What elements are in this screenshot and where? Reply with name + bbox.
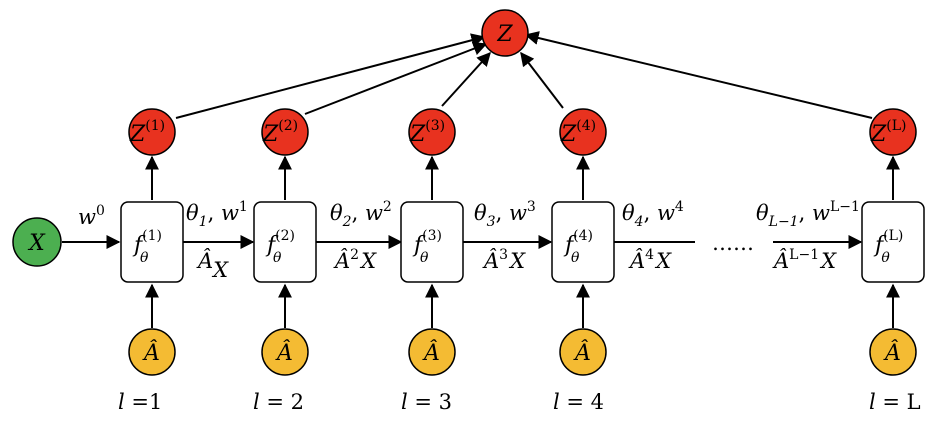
svg-text:f(1)θ: f(1)θ: [132, 228, 162, 266]
layer-output-zL: Z(L): [869, 108, 917, 156]
adjacency-node-4: Â: [559, 328, 607, 376]
layer-output-z4: Z(4): [559, 108, 607, 156]
edge-label-bottom-L: ÂL−1X: [772, 247, 837, 273]
layer-label-L: l = L: [869, 390, 921, 414]
svg-text:Â: Â: [573, 339, 591, 366]
svg-text:Â: Â: [142, 339, 160, 366]
function-box-2: f(2)θ: [253, 201, 317, 283]
output-node-z: Z: [481, 9, 529, 57]
adjacency-node-L: Â: [869, 328, 917, 376]
svg-text:f(L)θ: f(L)θ: [873, 228, 903, 266]
edge-label-top-L: θL−1, wL−1: [756, 199, 860, 230]
edge-label-bottom-1: ÂX: [196, 249, 229, 282]
adjacency-node-1: Â: [128, 328, 176, 376]
edge-label-bottom-3: Â3X: [482, 247, 526, 273]
vertical-edges: [145, 155, 900, 328]
edge-label-w0: w0: [78, 203, 105, 229]
layer-label-1: l =1: [118, 390, 162, 414]
input-node-x: X: [12, 217, 62, 267]
function-boxes: f(1)θ f(2)θ f(3)θ f(4)θ f(L)θ: [120, 201, 925, 283]
ellipsis: ……: [712, 231, 754, 255]
svg-text:Z(4): Z(4): [560, 118, 596, 147]
edge-label-top-4: θ4, w4: [622, 199, 684, 230]
svg-text:f(2)θ: f(2)θ: [265, 228, 295, 266]
svg-text:Z: Z: [496, 22, 513, 47]
layer-labels: l =1 l = 2 l = 3 l = 4 l = L: [118, 390, 921, 414]
edge-label-bottom-4: Â4X: [628, 247, 672, 273]
svg-text:f(3)θ: f(3)θ: [412, 228, 442, 266]
svg-text:Z(2): Z(2): [262, 118, 298, 147]
edge-label-top-3: θ3, w3: [474, 199, 536, 230]
svg-text:Z(L): Z(L): [870, 118, 907, 147]
function-box-L: f(L)θ: [861, 201, 925, 283]
edge-z1-to-z: [175, 33, 486, 119]
layer-label-4: l = 4: [553, 390, 604, 414]
svg-text:Z(1): Z(1): [129, 118, 165, 147]
aggregation-edges: [175, 31, 873, 119]
layer-output-z2: Z(2): [261, 108, 309, 156]
svg-text:Z(3): Z(3): [409, 118, 445, 147]
svg-text:Â: Â: [883, 339, 901, 366]
svg-text:Â: Â: [422, 339, 440, 366]
adjacency-node-3: Â: [408, 328, 456, 376]
svg-text:Â: Â: [275, 339, 293, 366]
function-box-1: f(1)θ: [120, 201, 184, 283]
layer-label-2: l = 2: [253, 390, 304, 414]
layer-output-z3: Z(3): [408, 108, 456, 156]
edge-label-top-1: θ1, w1: [186, 199, 248, 230]
edge-z4-to-z: [520, 51, 564, 109]
adjacency-node-2: Â: [261, 328, 309, 376]
svg-text:f(4)θ: f(4)θ: [563, 228, 593, 266]
edge-zL-to-z: [524, 31, 873, 119]
function-box-4: f(4)θ: [551, 201, 615, 283]
edge-z2-to-z: [304, 42, 488, 115]
edge-label-bottom-2: Â2X: [333, 247, 377, 273]
svg-text:X: X: [27, 231, 46, 256]
adjacency-nodes: Â Â Â Â Â: [128, 328, 917, 376]
layer-output-z1: Z(1): [128, 108, 176, 156]
layer-output-nodes: Z(1) Z(2) Z(3) Z(4) Z(L): [128, 108, 917, 156]
edge-label-top-2: θ2, w2: [330, 199, 392, 230]
function-box-3: f(3)θ: [400, 201, 464, 283]
layer-label-3: l = 3: [401, 390, 452, 414]
edge-z3-to-z: [441, 51, 491, 107]
edge-labels: w0 θ1, w1 θ2, w2 θ3, w3 θ4, w4 θL−1, wL−…: [78, 199, 860, 282]
